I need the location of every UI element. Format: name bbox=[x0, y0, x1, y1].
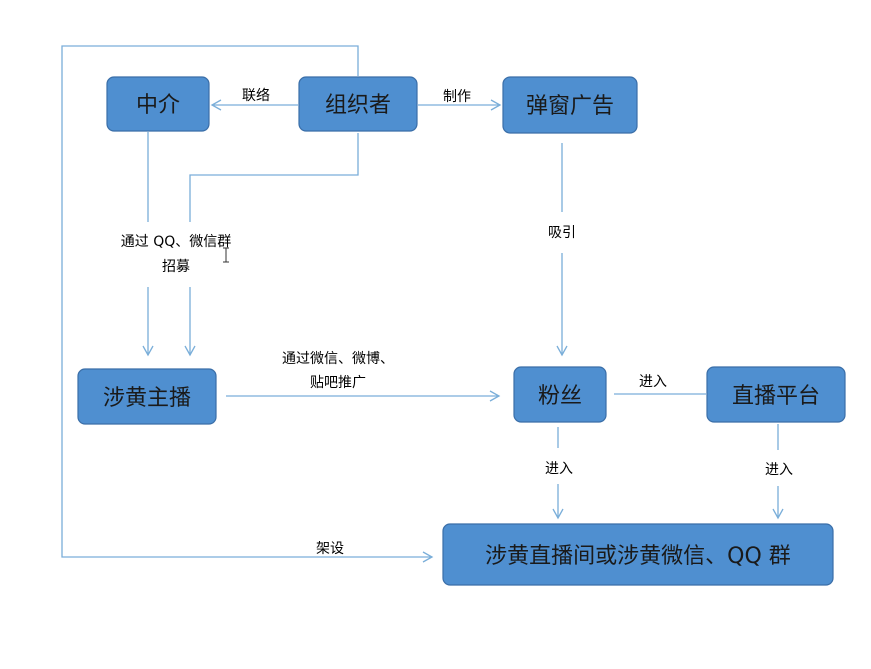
label-jinru-fans: 进入 bbox=[545, 461, 573, 477]
node-zhibopingtai-label: 直播平台 bbox=[732, 384, 820, 409]
edges bbox=[61, 45, 784, 563]
node-tanchuang-label: 弹窗广告 bbox=[526, 94, 614, 119]
node-shehuangzhubo-label: 涉黄主播 bbox=[103, 386, 191, 411]
node-fensi-label: 粉丝 bbox=[538, 384, 582, 409]
node-zhongjie-label: 中介 bbox=[136, 93, 180, 118]
node-target-label: 涉黄直播间或涉黄微信、QQ 群 bbox=[485, 544, 791, 569]
label-jiashe: 架设 bbox=[316, 541, 344, 557]
label-tuiguang-line2: 贴吧推广 bbox=[310, 375, 366, 391]
edge-labels: 联络 制作 通过 QQ、微信群 招募 吸引 通过微信、微博、 贴吧推广 进入 进… bbox=[121, 88, 793, 557]
node-shehuangzhubo: 涉黄主播 bbox=[77, 368, 217, 425]
node-tanchuang: 弹窗广告 bbox=[502, 76, 638, 134]
label-xiyin: 吸引 bbox=[548, 225, 576, 241]
node-zhongjie: 中介 bbox=[106, 76, 210, 132]
node-fensi: 粉丝 bbox=[513, 366, 607, 423]
edge-organizer-to-target bbox=[61, 45, 434, 563]
label-zhizuo: 制作 bbox=[443, 89, 471, 105]
label-zhaomu-line2: 招募 bbox=[162, 259, 190, 275]
label-lianluo: 联络 bbox=[242, 88, 270, 104]
label-tuiguang-line1: 通过微信、微博、 bbox=[282, 350, 394, 367]
edge-organizer-down bbox=[189, 133, 359, 222]
node-target: 涉黄直播间或涉黄微信、QQ 群 bbox=[442, 523, 834, 586]
label-zhaomu-line1: 通过 QQ、微信群 bbox=[121, 234, 232, 250]
label-jinru-platform-down: 进入 bbox=[765, 462, 793, 478]
node-zhibopingtai: 直播平台 bbox=[706, 366, 846, 423]
node-zuzhizhe-label: 组织者 bbox=[325, 93, 391, 118]
label-jinru-platform: 进入 bbox=[639, 374, 667, 390]
text-cursor-icon bbox=[223, 247, 229, 263]
node-zuzhizhe: 组织者 bbox=[298, 76, 418, 132]
